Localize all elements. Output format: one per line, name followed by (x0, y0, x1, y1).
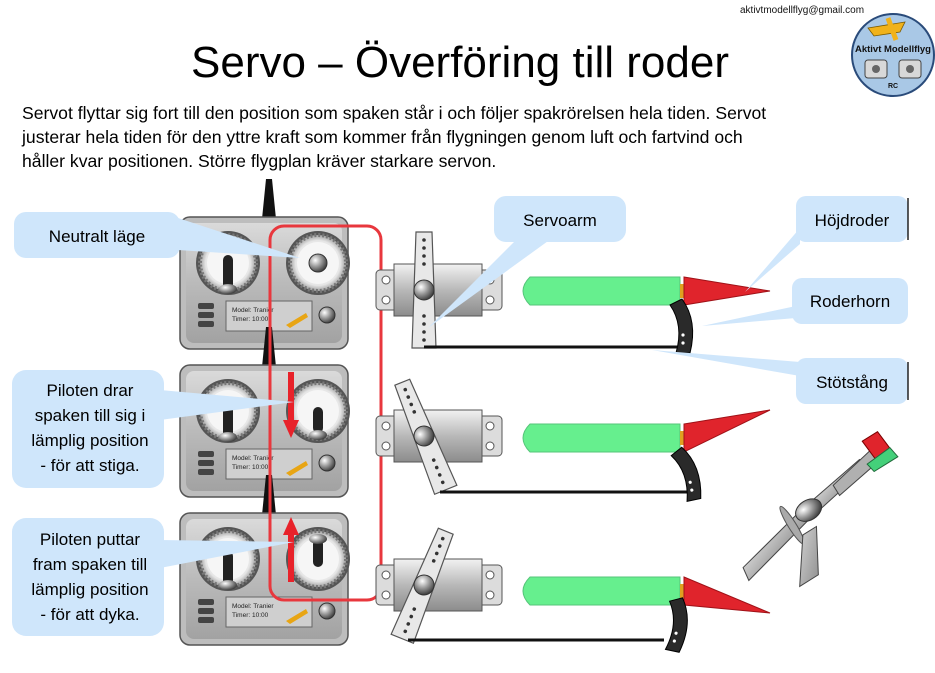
callout-horn: Roderhorn (702, 278, 908, 326)
callout-servoarm: Servoarm (428, 196, 626, 328)
control-horn (664, 597, 688, 653)
servo (375, 231, 503, 349)
callout-push-line: - för att dyka. (40, 605, 139, 624)
elevator (683, 409, 771, 453)
callout-push-line: Piloten puttar (40, 530, 141, 549)
stabilizer (522, 423, 681, 453)
page-title: Servo – Överföring till roder (191, 38, 729, 87)
tx-button (198, 460, 214, 466)
tx-button (198, 321, 214, 327)
tx-model-label: Model: Tranier (232, 307, 274, 314)
servo-arm (411, 231, 437, 349)
callout-pull-line: Piloten drar (47, 381, 134, 400)
callout-pull-line: spaken till sig i (35, 406, 146, 425)
elevator (683, 576, 771, 614)
stabilizer (522, 276, 681, 306)
callout-neutral-text: Neutralt läge (49, 227, 145, 246)
callout-push-line: lämplig position (31, 580, 148, 599)
elevators (408, 276, 771, 653)
servo (375, 527, 503, 645)
tx-button (198, 312, 214, 318)
tx-button (198, 608, 214, 614)
tx-timer-label: Timer: 10:00 (232, 464, 269, 471)
callout-push-line: fram spaken till (33, 555, 147, 574)
logo-sub: RC (888, 83, 898, 90)
callout-push: Piloten puttar fram spaken till lämplig … (12, 518, 294, 636)
aktivt-modellflyg-logo: Aktivt Modellflyg RC (851, 13, 935, 97)
contact-email: aktivtmodellflyg@gmail.com (740, 5, 865, 16)
intro-line: justerar hela tiden för den yttre kraft … (22, 127, 743, 147)
tx-model-label: Model: Tranier (232, 603, 274, 610)
intro-line: Servot flyttar sig fort till den positio… (22, 103, 767, 123)
pull-arrow (283, 372, 299, 438)
tx-knob (318, 602, 336, 620)
airplane-illustration (742, 431, 899, 588)
control-horn (669, 298, 694, 354)
callout-horn-text: Roderhorn (810, 292, 890, 311)
tx-timer-label: Timer: 10:00 (232, 316, 269, 323)
screen-plane-icon (286, 313, 308, 328)
stick-highlight-frame (268, 224, 383, 602)
callout-elevator-text: Höjdroder (815, 211, 890, 230)
servo-arm (394, 378, 458, 496)
tx-timer-label: Timer: 10:00 (232, 612, 269, 619)
tx-button (198, 617, 214, 623)
servo (375, 378, 503, 496)
elevator (683, 276, 771, 306)
callout-servoarm-text: Servoarm (523, 211, 597, 230)
push-arrow (283, 517, 299, 582)
tx-knob (318, 306, 336, 324)
callout-pull: Piloten drar spaken till sig i lämplig p… (12, 370, 294, 488)
elevator-assembly (440, 409, 771, 502)
callout-pull-line: lämplig position (31, 431, 148, 450)
intro-line: håller kvar positionen. Större flygplan … (22, 151, 497, 171)
elevator-assembly (408, 576, 771, 653)
logo-name: Aktivt Modellflyg (855, 44, 931, 55)
tx-button (198, 599, 214, 605)
callout-pushrod: Stötstång (652, 350, 909, 404)
tx-button (198, 303, 214, 309)
control-horn (670, 446, 702, 502)
tx-button (198, 469, 214, 475)
stabilizer (522, 576, 681, 606)
callout-elevator: Höjdroder (745, 196, 909, 292)
callout-pull-line: - för att stiga. (40, 456, 139, 475)
gimbal (286, 527, 350, 591)
tx-knob (318, 454, 336, 472)
screen-plane-icon (286, 461, 308, 476)
intro-paragraph: Servot flyttar sig fort till den positio… (22, 101, 922, 173)
servo-arm (390, 527, 454, 645)
tx-button (198, 451, 214, 457)
servos (375, 231, 503, 645)
gimbal (286, 379, 350, 443)
callout-neutral: Neutralt läge (14, 212, 300, 258)
callout-pushrod-text: Stötstång (816, 373, 888, 392)
tx-model-label: Model: Tranier (232, 455, 274, 462)
screen-plane-icon (286, 609, 308, 624)
gimbal (286, 231, 350, 295)
